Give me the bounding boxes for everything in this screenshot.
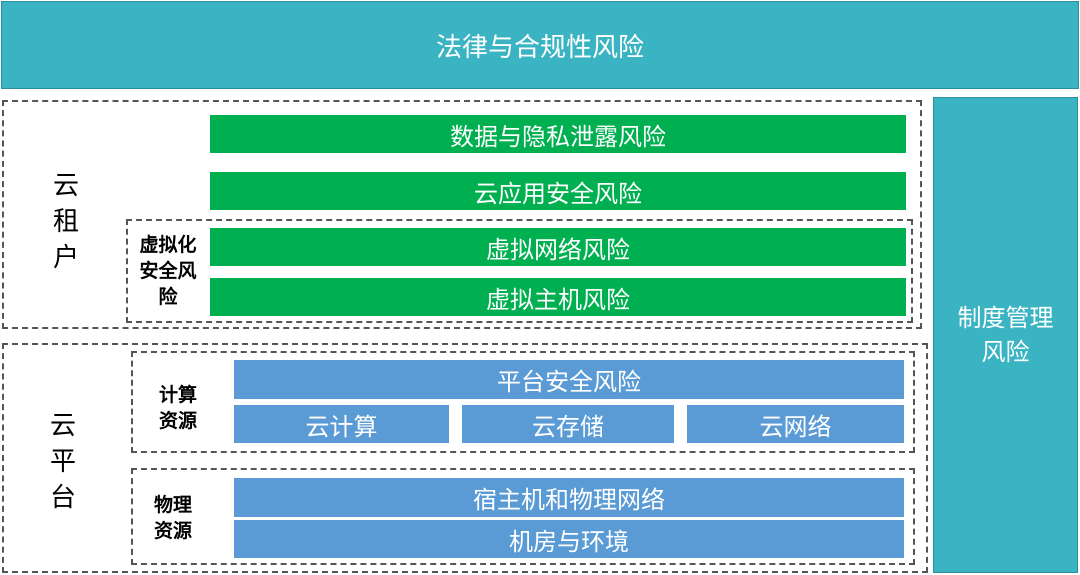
virtual-host-risk: 虚拟主机风险 — [210, 278, 906, 316]
data-privacy-leak-risk: 数据与隐私泄露风险 — [210, 115, 906, 153]
cloud-platform-group — [2, 343, 928, 573]
physical-resources-label: 物理资源 — [153, 494, 192, 542]
virtual-network-risk: 虚拟网络风险 — [210, 228, 906, 266]
institutional-management-risk: 制度管理风险 — [933, 97, 1078, 573]
cloud-platform-label: 云平台 — [49, 411, 76, 513]
compute-resources-label: 计算资源 — [158, 384, 197, 432]
platform-security-risk: 平台安全风险 — [234, 360, 904, 399]
compute-resources-group — [131, 351, 915, 453]
cloud-tenant-group — [2, 100, 922, 329]
virtualization-group — [126, 219, 913, 323]
physical-resources-group — [131, 468, 915, 565]
cloud-compute: 云计算 — [234, 405, 449, 443]
host-physical-network: 宿主机和物理网络 — [234, 478, 904, 517]
cloud-app-security-risk: 云应用安全风险 — [210, 172, 906, 210]
legal-compliance-risk: 法律与合规性风险 — [1, 1, 1079, 89]
cloud-tenant-label: 云租户 — [52, 171, 79, 273]
cloud-storage: 云存储 — [462, 405, 674, 443]
cloud-network: 云网络 — [687, 405, 904, 443]
virtualization-label: 虚拟化安全风险 — [139, 234, 197, 308]
datacenter-environment: 机房与环境 — [234, 520, 904, 558]
